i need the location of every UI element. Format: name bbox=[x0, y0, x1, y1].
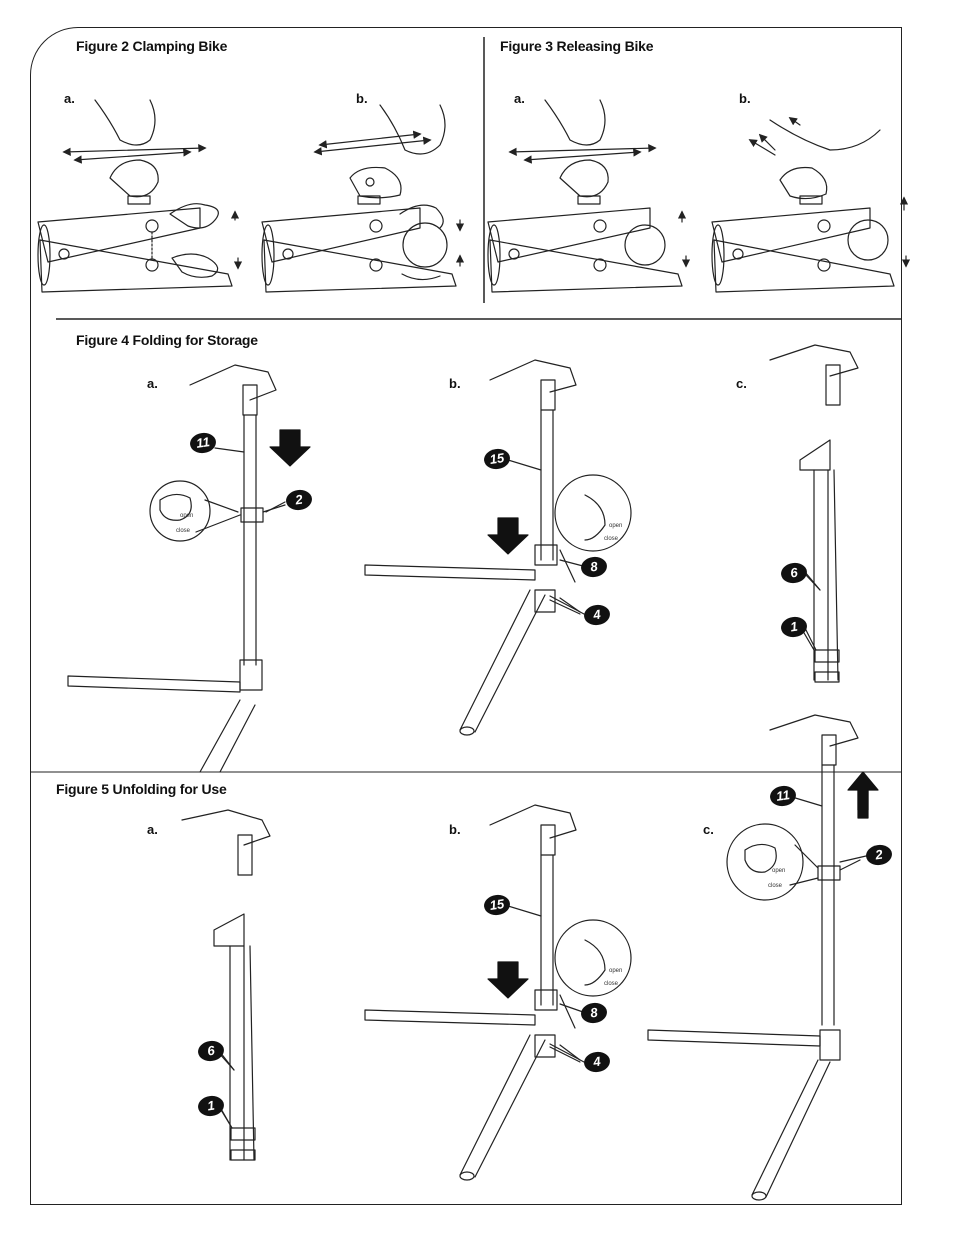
fig4a-stand-illustration bbox=[67, 364, 311, 773]
figure-3-title: Figure 3 Releasing Bike bbox=[500, 38, 654, 54]
fig5a-stand-illustration bbox=[181, 809, 271, 1161]
figure-5-title: Figure 5 Unfolding for Use bbox=[56, 781, 227, 797]
detail-open-label: open bbox=[609, 523, 623, 529]
detail-open-label: open bbox=[180, 513, 194, 519]
fig2-a-label: a. bbox=[64, 91, 75, 106]
fig3b-clamp-illustration bbox=[711, 117, 911, 293]
detail-close-label: close bbox=[604, 536, 619, 542]
detail-close-label: close bbox=[604, 981, 619, 987]
fig2a-clamp-illustration bbox=[37, 99, 243, 293]
detail-open-label: open bbox=[609, 968, 623, 974]
fig3-b-label: b. bbox=[739, 91, 751, 106]
fig3-a-label: a. bbox=[514, 91, 525, 106]
fig5-b-label: b. bbox=[449, 822, 461, 837]
figure-4-title: Figure 4 Folding for Storage bbox=[76, 332, 258, 348]
fig5b-stand-illustration bbox=[364, 804, 632, 1181]
page-border bbox=[30, 27, 902, 1205]
detail-open-label: open bbox=[772, 868, 786, 874]
fig4-c-label: c. bbox=[736, 376, 747, 391]
figure-2-title: Figure 2 Clamping Bike bbox=[76, 38, 228, 54]
detail-close-label: close bbox=[176, 528, 191, 534]
fig2-b-label: b. bbox=[356, 91, 368, 106]
fig4-a-label: a. bbox=[147, 376, 158, 391]
fig3a-clamp-illustration bbox=[487, 99, 691, 293]
callout-leader-lines bbox=[214, 447, 867, 1129]
fig5-c-label: c. bbox=[703, 822, 714, 837]
fig2b-clamp-illustration bbox=[261, 104, 465, 293]
fig4b-stand-illustration bbox=[364, 359, 632, 736]
fig5-a-label: a. bbox=[147, 822, 158, 837]
detail-close-label: close bbox=[768, 883, 783, 889]
fig4-b-label: b. bbox=[449, 376, 461, 391]
fig5c-stand-illustration bbox=[647, 714, 879, 1201]
